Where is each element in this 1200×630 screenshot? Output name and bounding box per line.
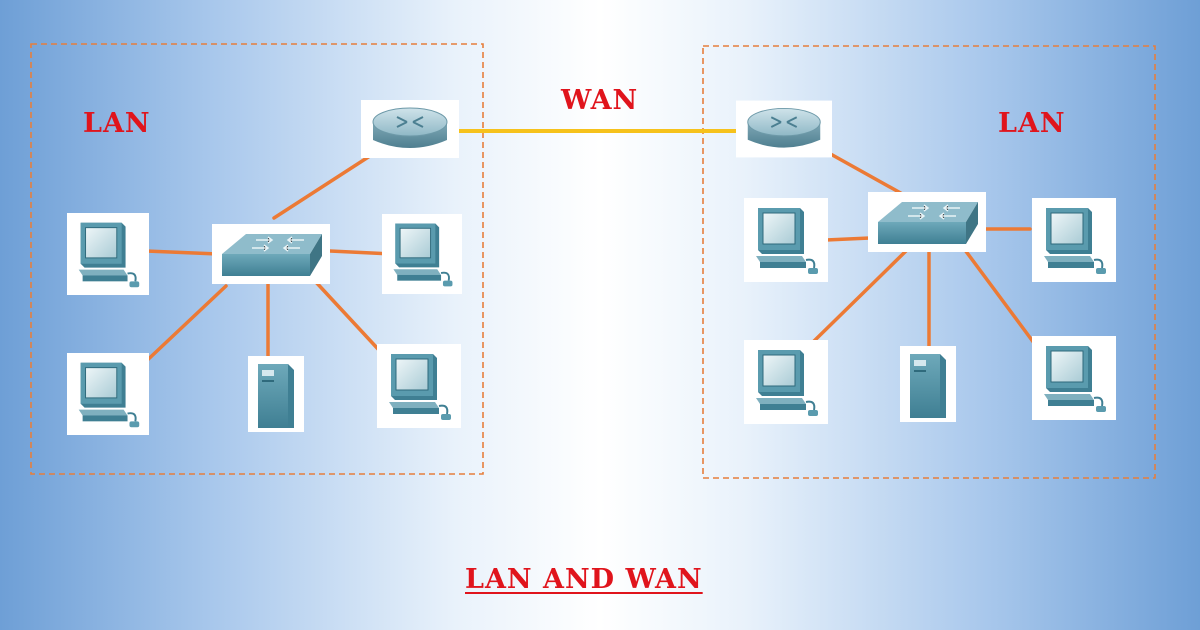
server-icon [900, 346, 956, 422]
switch-icon [212, 224, 330, 284]
link-switch-router-left [272, 152, 375, 220]
link-switch-pc-left-2 [328, 249, 394, 256]
computer-icon [67, 352, 149, 436]
server-icon [248, 356, 304, 432]
computer-icon [1032, 198, 1116, 282]
computer-icon [744, 340, 828, 424]
link-switch-pc-left-4 [312, 278, 380, 351]
switch-icon [868, 192, 986, 252]
computer-icon [377, 344, 461, 428]
wan-label: WAN [561, 85, 639, 116]
link-switch-router-right [816, 145, 908, 198]
lan-boundary-left [30, 43, 484, 475]
right-lan-links [810, 145, 1036, 351]
lan-boundary-right [702, 45, 1156, 479]
computer-icon [382, 213, 462, 295]
computer-icon [67, 212, 149, 296]
router-icon [736, 100, 832, 158]
lan-label-right: LAN [998, 108, 1066, 139]
diagram-caption: LAN AND WAN [465, 564, 703, 595]
lan-label-left: LAN [83, 108, 151, 139]
link-switch-pc-left-3 [138, 284, 228, 369]
computer-icon [1032, 336, 1116, 420]
link-switch-pc-right-4 [963, 248, 1036, 345]
left-lan-links [138, 152, 394, 369]
link-switch-pc-right-3 [810, 248, 909, 345]
router-icon [361, 100, 459, 158]
link-switch-pc-left-1 [144, 249, 220, 256]
computer-icon [744, 198, 828, 282]
link-switch-pc-right-1 [824, 236, 872, 242]
